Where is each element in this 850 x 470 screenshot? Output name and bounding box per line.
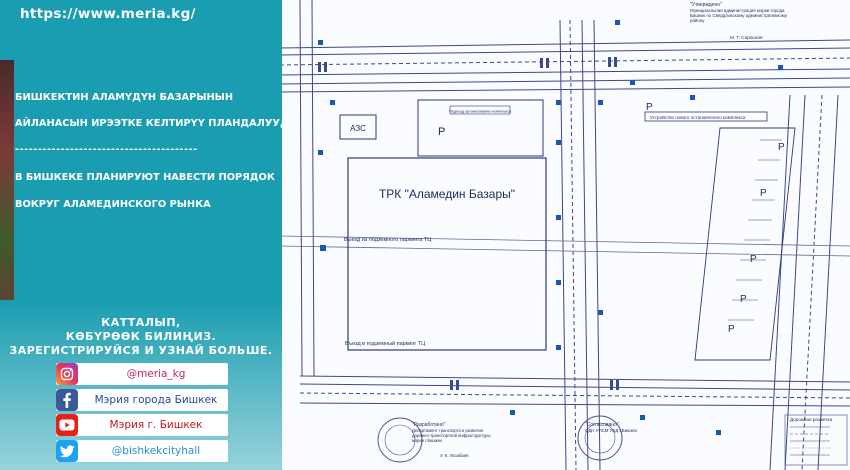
developed-sign: У. К. Уксабаев xyxy=(440,453,469,458)
instagram-label: @meria_kg xyxy=(126,368,186,380)
headline-kg-line2: АЙЛАНАСЫН ИРЭЭТКЕ КЕЛТИРҮҮ ПЛАНДАЛУУДА xyxy=(15,118,282,129)
developed-org: Департамент транспорта и развития дорожн… xyxy=(412,428,491,443)
entry-label: Въезд в подземный паркинг ТЦ xyxy=(345,340,425,347)
developed-title: "Разработано" xyxy=(412,422,446,428)
facebook-label: Мэрия города Бишкек xyxy=(94,394,218,406)
headline-ru-line1: В БИШКЕКЕ ПЛАНИРУЮТ НАВЕСТИ ПОРЯДОК xyxy=(15,172,275,183)
photo-strip xyxy=(0,60,14,360)
mall-label: ТРК "Аламедин Базары" xyxy=(379,187,515,201)
crosswalks xyxy=(318,57,619,390)
headline-kg-line1: БИШКЕКТИН АЛАМҮДҮН БАЗАРЫНЫН xyxy=(15,92,234,103)
social-youtube[interactable]: Мэрия г. Бишкек xyxy=(56,414,228,436)
social-twitter[interactable]: @bishkekcityhall xyxy=(56,440,228,462)
social-facebook[interactable]: Мэрия города Бишкек xyxy=(56,389,228,411)
legend-box xyxy=(784,414,848,466)
social-instagram[interactable]: @meria_kg xyxy=(56,363,228,385)
vertical-roads xyxy=(299,0,839,470)
parking-label-2: P xyxy=(646,102,653,113)
headline-divider: ---------------------------------------- xyxy=(15,144,198,155)
parking-label-7: P xyxy=(728,324,735,335)
approved-sign: М. Т. Сарлыков xyxy=(730,35,763,40)
top-box-label: Подъезд организованно-комплекса xyxy=(449,110,512,114)
twitter-label: @bishkekcityhall xyxy=(111,445,201,457)
website-url[interactable]: https://www.meria.kg/ xyxy=(20,6,196,22)
mall-outline xyxy=(347,157,547,351)
parking-label-5: P xyxy=(750,254,757,265)
road-signs xyxy=(318,20,783,435)
youtube-label: Мэрия г. Бишкек xyxy=(109,419,203,431)
instagram-icon xyxy=(56,363,78,385)
parking-label-1: P xyxy=(438,126,445,138)
info-panel: https://www.meria.kg/ БИШКЕКТИН АЛАМҮДҮН… xyxy=(0,0,282,470)
approved-title: "Утверждено" xyxy=(690,2,722,8)
facebook-icon xyxy=(56,389,78,411)
headline-ru-line2: ВОКРУГ АЛАМЕДИНСКОГО РЫНКА xyxy=(15,199,211,210)
register-line3: ЗАРЕГИСТРИРУЙСЯ И УЗНАЙ БОЛЬШЕ. xyxy=(9,344,273,357)
twitter-icon xyxy=(56,440,78,462)
gas-station-label: АЗС xyxy=(350,124,366,133)
cross-line xyxy=(279,235,850,247)
register-line2: КӨБҮРӨӨК БИЛИҢИЗ. xyxy=(65,330,217,343)
register-line1: КАТТАЛЫП, xyxy=(101,316,181,329)
approved-org: Муниципальная администрация мэрии города… xyxy=(690,8,787,23)
legend-title: Дорожная разметка xyxy=(790,417,833,422)
parking-label-3: P xyxy=(778,142,785,153)
top-road xyxy=(279,39,850,93)
parking-label-4: P xyxy=(760,188,767,199)
agreed-org: ОДН УПСМ УВД г.Бишкек xyxy=(585,428,637,433)
youtube-icon xyxy=(56,414,78,436)
parking-label-6: P xyxy=(740,294,747,305)
exit-label: Выезд из подземного паркинга ТЦ xyxy=(344,237,431,243)
parking-stripes xyxy=(728,139,782,321)
agreed-title: "Согласовано" xyxy=(585,422,619,428)
stop-complex-label: Устройство нового остановочного комплекс… xyxy=(650,114,746,120)
